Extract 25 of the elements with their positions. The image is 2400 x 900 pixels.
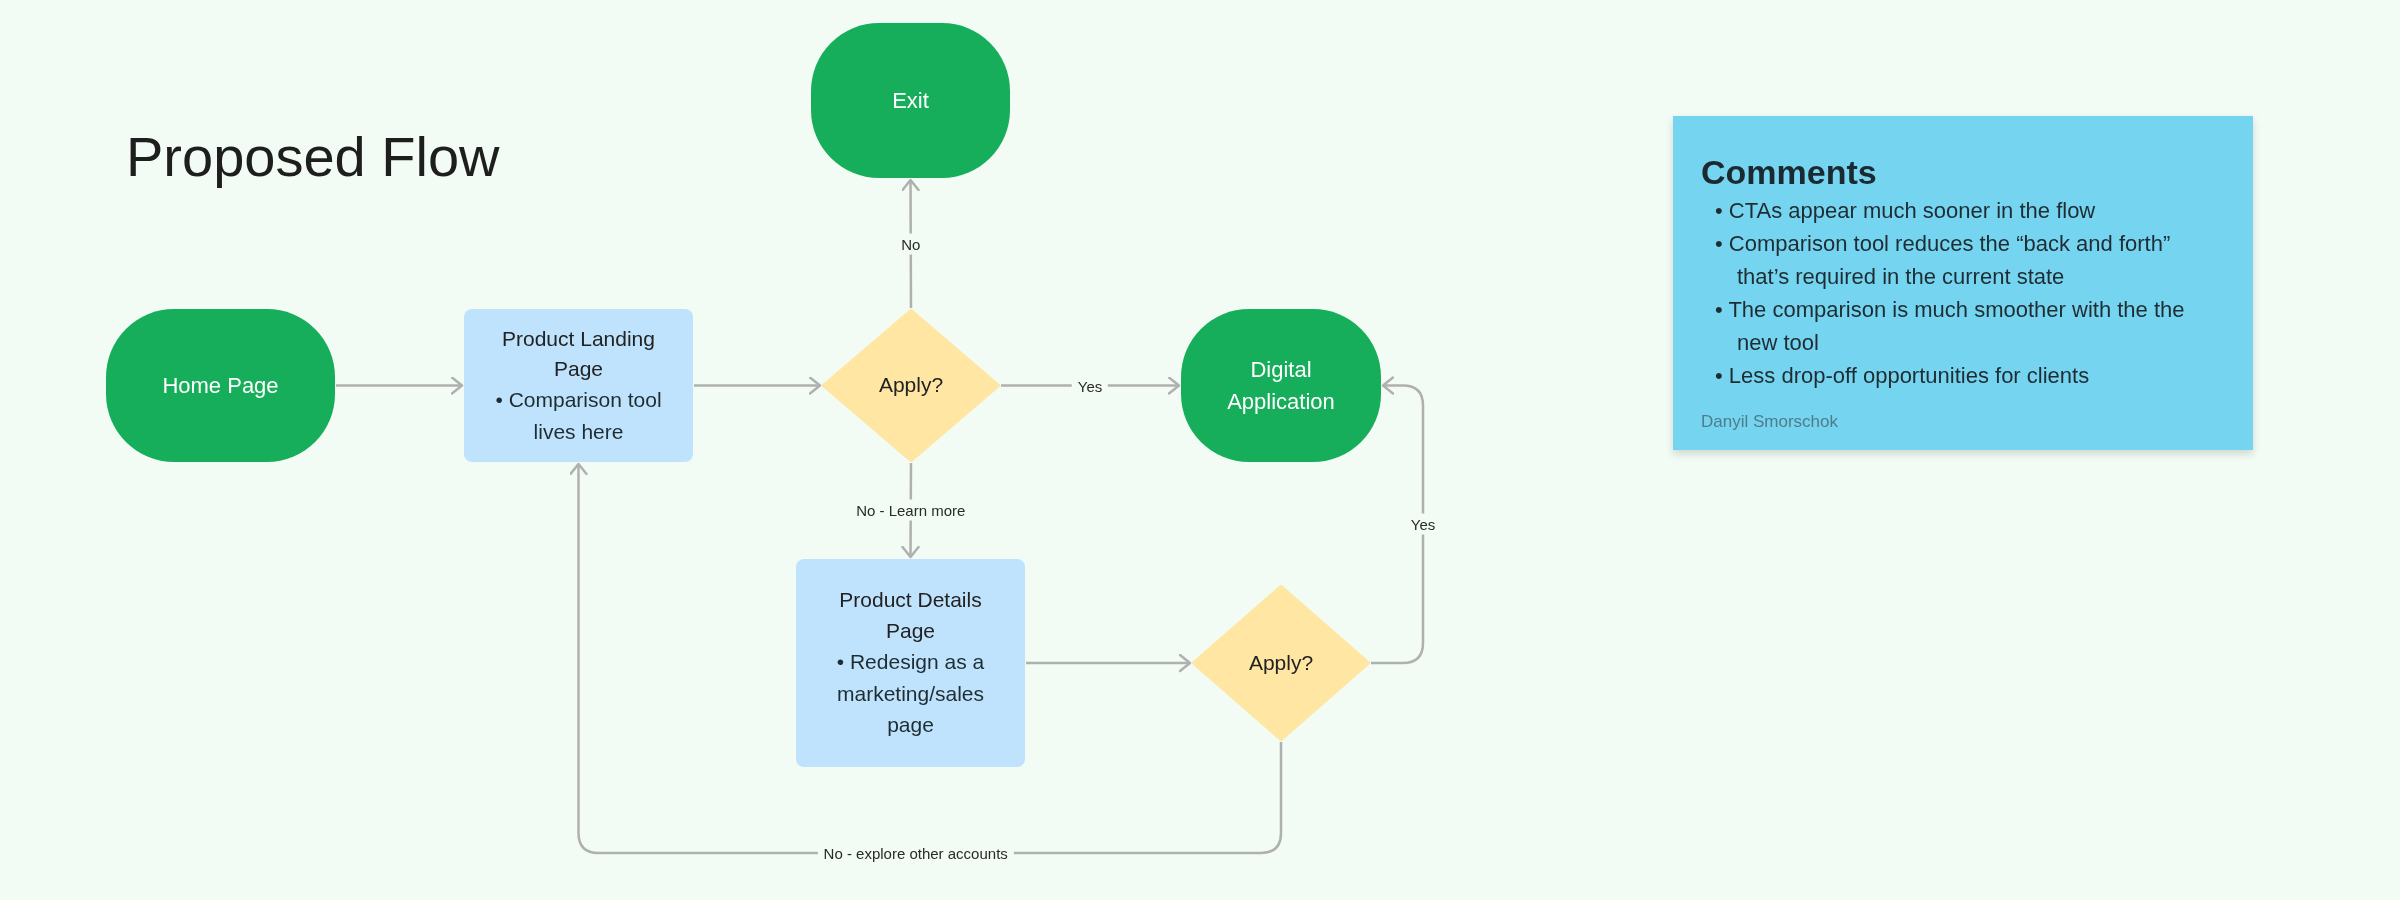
diagram-title: Proposed Flow — [126, 124, 500, 189]
node-label: Apply? — [878, 372, 944, 399]
author-name: Danyil Smorschok — [1701, 411, 1839, 434]
card-heading: Comments — [1701, 152, 1878, 193]
process-box — [796, 559, 1025, 767]
node-label: Home Page — [162, 371, 279, 400]
arrow — [694, 376, 822, 395]
node-label: Product Landing Page — [501, 325, 656, 382]
bullet-item: • Redesign as a marketing/sales page — [835, 649, 986, 739]
process-box — [464, 309, 693, 462]
bullet-item: • CTAs appear much sooner in the flow — [1715, 197, 2097, 226]
node-label: Digital Application — [1226, 355, 1336, 416]
node-label: Product Details Page — [838, 587, 983, 644]
arrow — [336, 376, 464, 395]
bullet-item: • Comparison tool lives here — [494, 387, 663, 445]
decision-diamond — [822, 309, 1000, 462]
comment-card — [1673, 116, 2253, 450]
arrow — [1026, 653, 1192, 673]
node-label: Exit — [892, 86, 929, 115]
arrow — [1371, 376, 1425, 665]
node-label: Apply? — [1248, 649, 1314, 676]
bullet-item: • Less drop-off opportunities for clients — [1715, 362, 2091, 391]
bullet-item: • Comparison tool reduces the “back and forth” that’s required in the current state — [1715, 230, 2172, 292]
bullet-item: • The comparison is much smoother with the the new tool — [1715, 296, 2186, 358]
decision-diamond — [1192, 585, 1370, 741]
